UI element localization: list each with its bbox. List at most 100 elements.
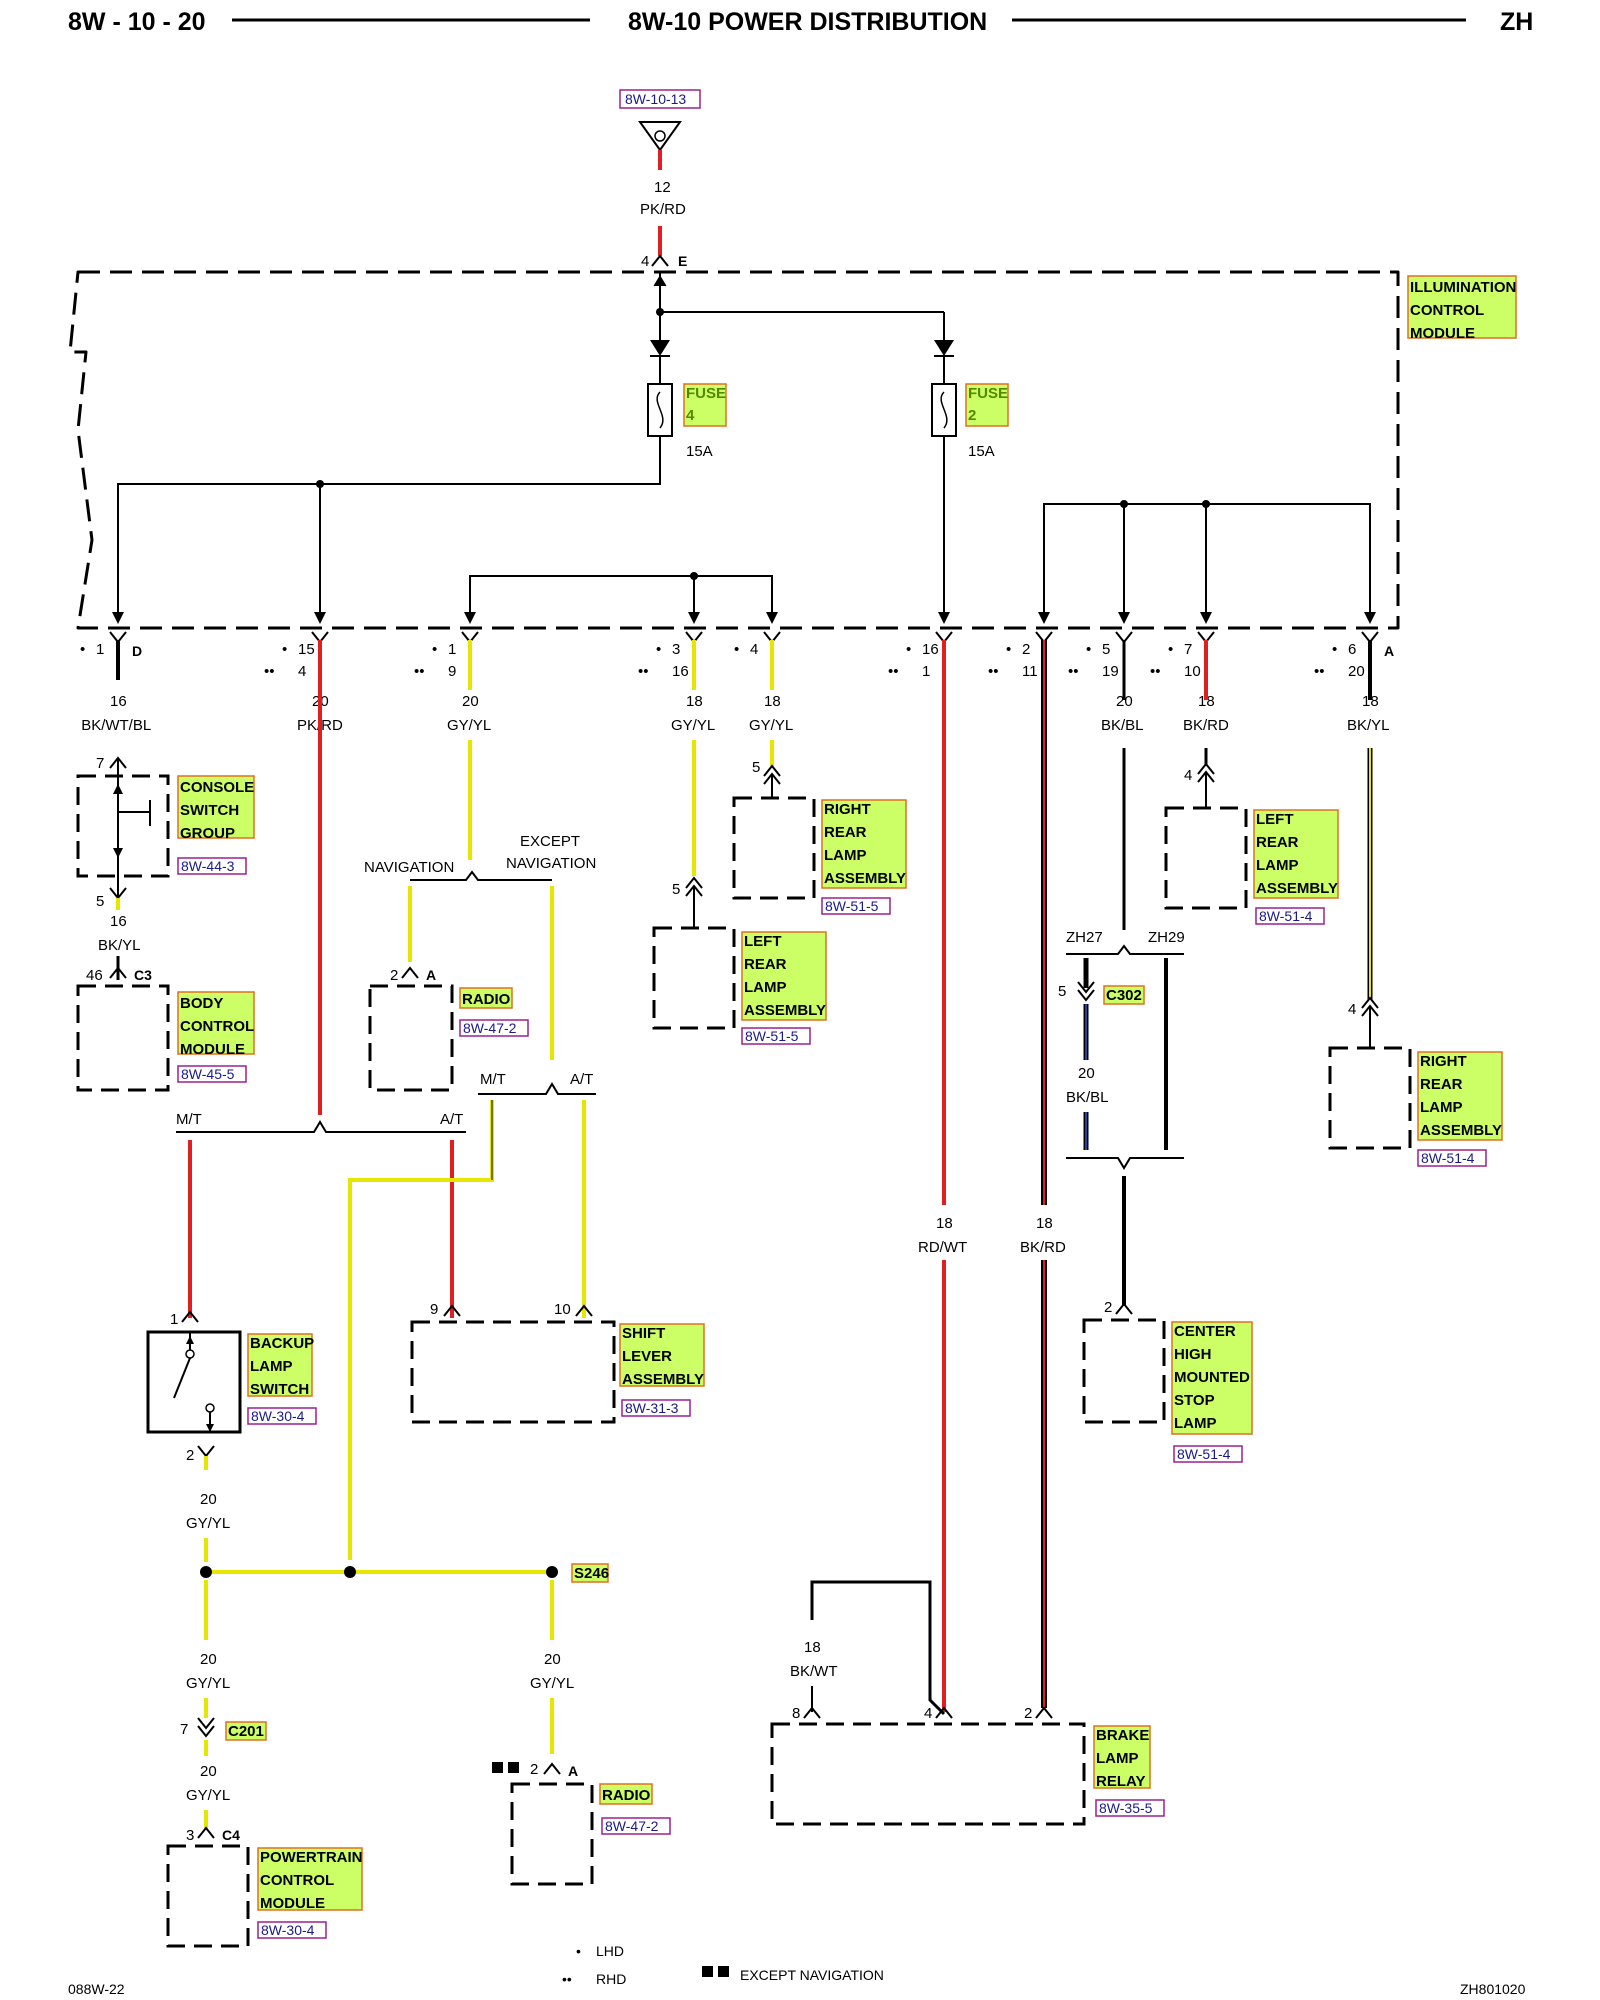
lhd-dot: • <box>432 641 437 658</box>
zh-color: BK/BL <box>1066 1089 1109 1106</box>
mt-label-left: M/T <box>176 1111 202 1128</box>
source-ref[interactable]: 8W-10-13 <box>625 91 686 107</box>
illumination-label: ILLUMINATION CONTROL MODULE <box>1410 279 1521 342</box>
lhd-dot: • <box>282 641 287 658</box>
radio2-connector: A <box>568 1763 578 1779</box>
output-gauge: 18 <box>686 693 703 710</box>
footer-right-code: ZH801020 <box>1460 1981 1526 1997</box>
output-lhd-pin: 1 <box>448 641 456 658</box>
backup-label: BACKUP LAMP SWITCH <box>250 1335 318 1398</box>
chmsl-label: CENTER HIGH MOUNTED STOP LAMP <box>1174 1323 1254 1432</box>
rrl-right-label: RIGHT REAR LAMP ASSEMBLY <box>1420 1053 1502 1139</box>
splice-s246: S246 20 GY/YL <box>200 1563 609 1754</box>
brake-lamp-relay: 18 BK/WT 8 4 2 BRAKE LAMP RELAY 8W-35-5 <box>770 1580 1165 1826</box>
radio-nav: 2 A RADIO 8W-47-2 <box>368 966 529 1092</box>
output-connector: D <box>132 643 142 659</box>
chmsl-pin: 2 <box>1104 1299 1112 1316</box>
output-wires <box>116 640 1373 1712</box>
c201-color-above: GY/YL <box>186 1675 230 1692</box>
page-footer: 088W-22 ZH801020 • LHD •• RHD EXCEPT NAV… <box>68 1943 1526 1997</box>
brake-pin-bkrd: 2 <box>1024 1705 1032 1722</box>
output-rhd-pin: 1 <box>922 663 930 680</box>
console-switch-group: 7 CONSOLE SWITCH GROUP 8W-44-3 5 16 BK/Y… <box>76 755 258 980</box>
radio1-ref[interactable]: 8W-47-2 <box>463 1020 517 1036</box>
rhd-dots: •• <box>988 663 999 680</box>
at-label-left: A/T <box>440 1111 463 1128</box>
backup-ref[interactable]: 8W-30-4 <box>251 1408 305 1424</box>
output-lhd-pin: 5 <box>1102 641 1110 658</box>
legend-except-nav-icon <box>702 1966 713 1977</box>
right-rear-lamp-top: 5 RIGHT REAR LAMP ASSEMBLY 8W-51-5 <box>732 759 907 915</box>
output-lhd-pin: 16 <box>922 641 939 658</box>
legend-lhd: LHD <box>596 1943 624 1959</box>
chmsl-ref[interactable]: 8W-51-4 <box>1177 1446 1231 1462</box>
output-gauge: 18 <box>1362 693 1379 710</box>
c201-pin: 7 <box>180 1721 188 1738</box>
source-connector: E <box>678 253 687 269</box>
nav-label: NAVIGATION <box>364 859 454 876</box>
console-ref[interactable]: 8W-44-3 <box>181 858 235 874</box>
left-rear-lamp-mid: 5 LEFT REAR LAMP ASSEMBLY 8W-51-5 <box>652 876 827 1045</box>
pcm-label: POWERTRAIN CONTROL MODULE <box>260 1849 367 1912</box>
mt-label-right: M/T <box>480 1071 506 1088</box>
mid-wire-labels: 18 RD/WT 18 BK/RD <box>918 1215 1066 1256</box>
rhd-dots: •• <box>888 663 899 680</box>
left-rear-lamp-right: 4 LEFT REAR LAMP ASSEMBLY 8W-51-4 <box>1164 762 1339 925</box>
legend-lhd-symbol: • <box>576 1943 581 1959</box>
radio1-connector: A <box>426 967 436 983</box>
output-color: BK/RD <box>1183 717 1229 734</box>
shift-ref[interactable]: 8W-31-3 <box>625 1400 679 1416</box>
brake-ref[interactable]: 8W-35-5 <box>1099 1800 1153 1816</box>
ground-triangle-icon <box>638 121 682 152</box>
lhd-dot: • <box>656 641 661 658</box>
splice-label: S246 <box>574 1565 609 1582</box>
shift-pin-b: 10 <box>554 1301 571 1318</box>
output-gauge: 18 <box>1198 693 1215 710</box>
lrl-mid-ref[interactable]: 8W-51-5 <box>745 1028 799 1044</box>
c201-gauge-above: 20 <box>200 1651 217 1668</box>
c201-gauge-below: 20 <box>200 1763 217 1780</box>
bcm-ref[interactable]: 8W-45-5 <box>181 1066 235 1082</box>
page-number: 8W - 10 - 20 <box>68 8 206 36</box>
lrl-right-ref[interactable]: 8W-51-4 <box>1259 908 1313 924</box>
chmsl: 2 CENTER HIGH MOUNTED STOP LAMP 8W-51-4 <box>1082 1299 1254 1463</box>
fuse-4-rating: 15A <box>686 443 713 460</box>
console-out-color: BK/YL <box>98 937 141 954</box>
output-color: BK/WT/BL <box>81 717 151 734</box>
fuse-2-rating: 15A <box>968 443 995 460</box>
output-gauge: 18 <box>764 693 781 710</box>
output-rhd-pin: 4 <box>298 663 306 680</box>
shift-pin-a: 9 <box>430 1301 438 1318</box>
model-code: ZH <box>1500 8 1533 36</box>
radio2-ref[interactable]: 8W-47-2 <box>605 1818 659 1834</box>
bkrd-color: BK/RD <box>1020 1239 1066 1256</box>
except-nav-label: EXCEPT NAVIGATION <box>506 833 596 872</box>
lhd-dot: • <box>80 641 85 658</box>
zh-gauge: 20 <box>1078 1065 1095 1082</box>
pcm-pin: 3 <box>186 1827 194 1844</box>
lhd-dot: • <box>1086 641 1091 658</box>
lrl-mid-pin: 5 <box>672 881 680 898</box>
lhd-dot: • <box>734 641 739 658</box>
source-connector-pin: 4 <box>641 253 649 270</box>
diode-icon <box>650 340 670 356</box>
brake-bkwt-gauge: 18 <box>804 1639 821 1656</box>
rhd-dots: •• <box>264 663 275 680</box>
navigation-split: NAVIGATION EXCEPT NAVIGATION <box>364 833 596 1060</box>
pcm-ref[interactable]: 8W-30-4 <box>261 1922 315 1938</box>
rhd-dots: •• <box>1068 663 1079 680</box>
rrl-top-ref[interactable]: 8W-51-5 <box>825 898 879 914</box>
output-gauge: 16 <box>110 693 127 710</box>
lhd-dot: • <box>906 641 911 658</box>
rrl-right-ref[interactable]: 8W-51-4 <box>1421 1150 1475 1166</box>
console-label: CONSOLE SWITCH GROUP <box>180 779 258 842</box>
radio2-pin: 2 <box>530 1761 538 1778</box>
legend-except-nav: EXCEPT NAVIGATION <box>740 1967 884 1983</box>
radio1-label: RADIO <box>462 991 511 1008</box>
lhd-dot: • <box>1168 641 1173 658</box>
illumination-control-module: ILLUMINATION CONTROL MODULE FUSE 4 15A F… <box>68 270 1521 630</box>
rdwt-gauge: 18 <box>936 1215 953 1232</box>
output-rhd-pin: 16 <box>672 663 689 680</box>
c302-label: C302 <box>1106 987 1142 1004</box>
